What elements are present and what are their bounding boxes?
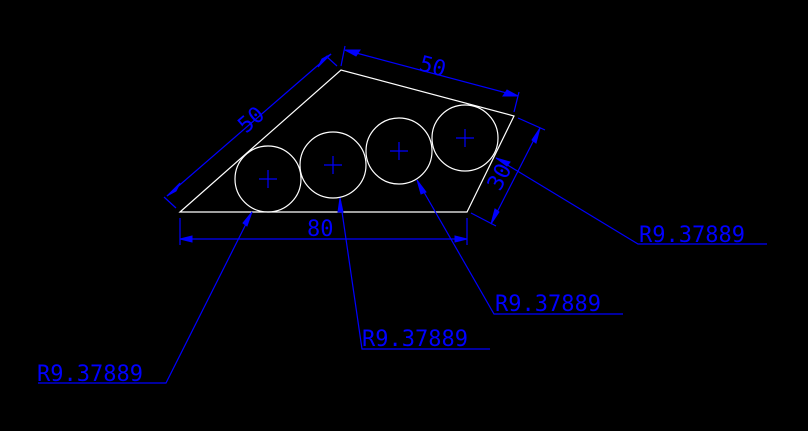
circle-3[interactable] [365,117,433,185]
radius-label-4: R9.37889 [639,223,745,248]
radius-callout-3[interactable]: R9.37889 [416,179,623,317]
radius-label-3: R9.37889 [495,292,601,317]
dimension-top-label: 50 [416,52,448,83]
dimension-right-label: 30 [483,160,517,195]
circle-4[interactable] [431,104,499,172]
quadrilateral-outline[interactable] [178,69,515,213]
radius-label-1: R9.37889 [37,362,143,387]
radius-callout-4[interactable]: R9.37889 [495,157,767,248]
dimension-left-side[interactable]: 50 [163,53,338,209]
circle-2[interactable] [299,131,367,199]
circle-1[interactable] [234,145,302,213]
dimension-bottom-side[interactable]: 80 [179,217,468,245]
dimension-top-side[interactable]: 50 [340,45,520,113]
dimension-right-side[interactable]: 30 [470,117,546,227]
radius-callout-1[interactable]: R9.37889 [37,211,253,387]
radius-label-2: R9.37889 [362,327,468,352]
dimension-bottom-label: 80 [307,217,334,242]
radius-callout-2[interactable]: R9.37889 [337,197,490,352]
